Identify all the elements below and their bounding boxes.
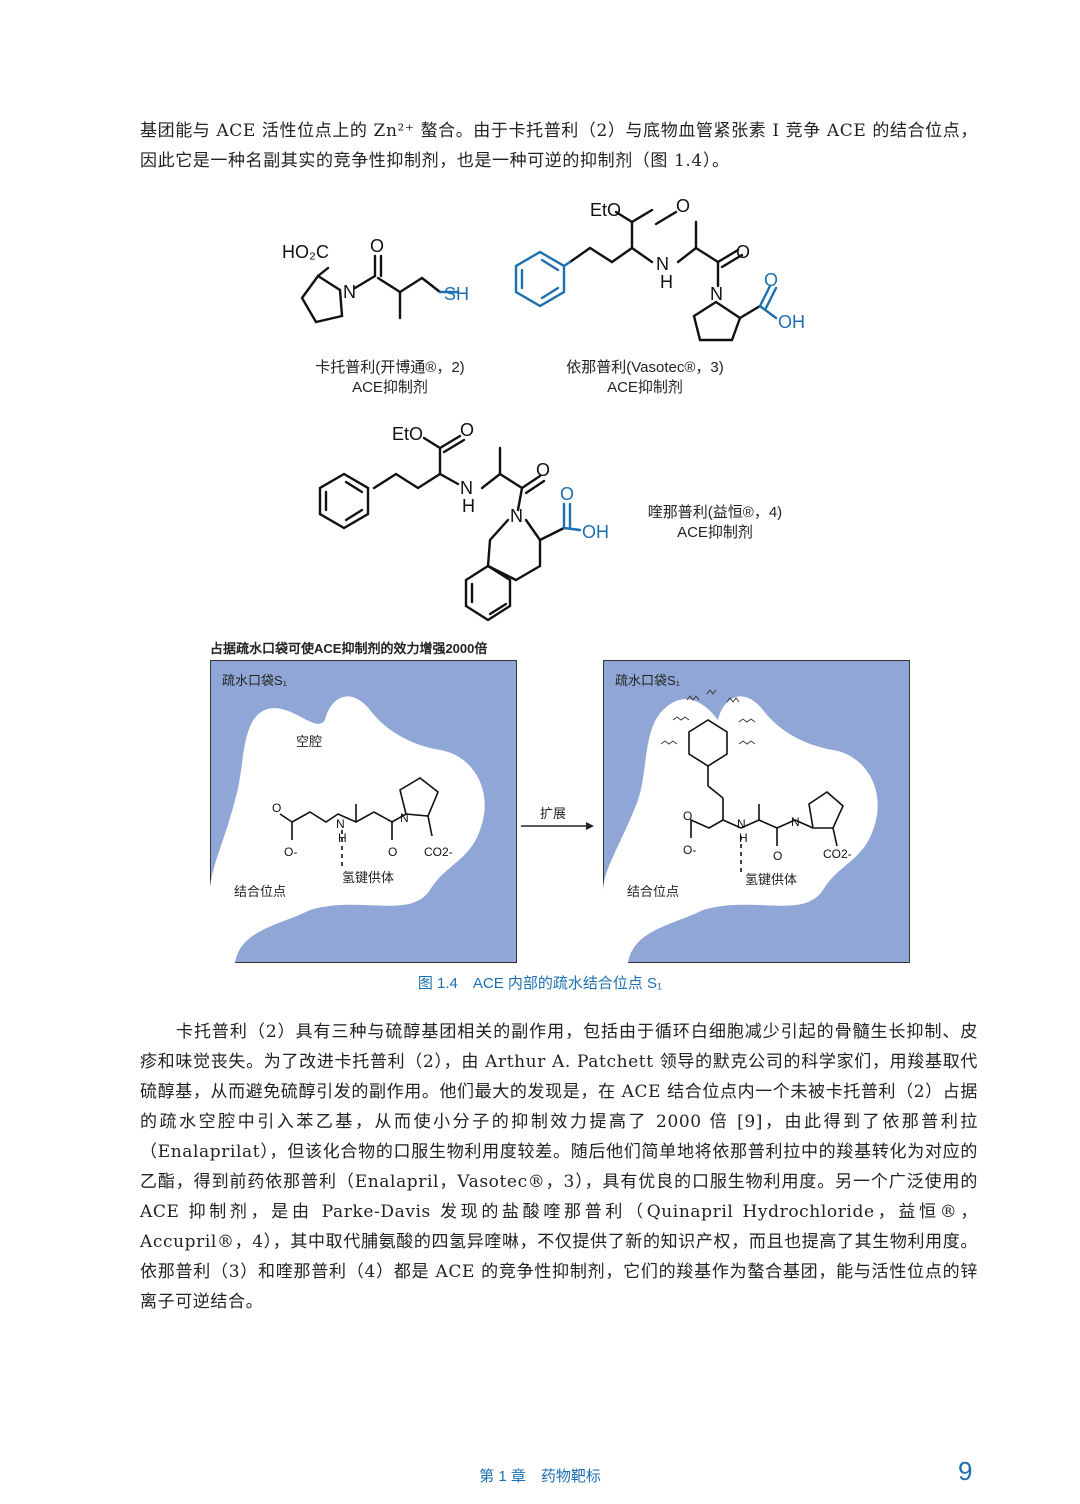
svg-text:O: O <box>272 801 281 815</box>
pocket-panel-right: 疏水口袋S₁ 结合位点 氢键供体 O- O N H O N CO2- <box>603 660 910 963</box>
atom-label: H <box>660 272 673 292</box>
quinapril-name: 喹那普利(益恒®，4) <box>647 504 783 521</box>
donor-label: 氢键供体 <box>342 870 394 885</box>
expansion-arrow: 扩展 <box>521 806 594 830</box>
pocket-label: 疏水口袋S₁ <box>615 673 681 688</box>
arrow-label: 扩展 <box>540 806 566 821</box>
enalapril-caption: 依那普利(Vasotec®，3) ACE抑制剂 <box>540 358 750 398</box>
svg-text:CO2-: CO2- <box>424 845 453 859</box>
quinapril-class: ACE抑制剂 <box>677 524 753 541</box>
atom-label: N <box>656 254 669 274</box>
svg-text:N: N <box>400 811 409 825</box>
intro-paragraph: 基团能与 ACE 活性位点上的 Zn²⁺ 螯合。由于卡托普利（2）与底物血管紧张… <box>140 121 978 171</box>
enalapril-class: ACE抑制剂 <box>607 379 683 396</box>
cavity-label: 空腔 <box>296 734 322 749</box>
atom-label: N <box>710 284 723 304</box>
atom-label: HO₂C <box>282 242 329 262</box>
donor-label: 氢键供体 <box>745 872 797 887</box>
atom-label: H <box>462 496 475 516</box>
atom-label: O <box>460 420 474 440</box>
atom-label: O <box>560 484 574 504</box>
svg-text:O: O <box>388 845 397 859</box>
atom-label: OH <box>778 312 805 332</box>
atom-label: O <box>536 460 550 480</box>
atom-label: N <box>460 478 473 498</box>
pocket-panel-left: 疏水口袋S₁ 空腔 结合位点 氢键供体 O- O N H O N CO2- <box>210 660 517 963</box>
captopril-caption: 卡托普利(开博通®，2) ACE抑制剂 <box>290 358 490 398</box>
site-label: 结合位点 <box>627 884 679 899</box>
atom-label: O <box>736 242 750 262</box>
svg-text:O-: O- <box>284 845 297 859</box>
captopril-class: ACE抑制剂 <box>352 379 428 396</box>
enalapril-name: 依那普利(Vasotec®，3) <box>566 359 724 376</box>
page-number: 9 <box>958 1456 973 1486</box>
quinapril-caption: 喹那普利(益恒®，4) ACE抑制剂 <box>620 503 810 543</box>
svg-text:N: N <box>737 817 746 831</box>
svg-text:CO2-: CO2- <box>823 847 852 861</box>
figure-header: 占据疏水口袋可使ACE抑制剂的效力增强2000倍 <box>210 641 488 656</box>
atom-label: O <box>676 196 690 216</box>
atom-label: O <box>370 236 384 256</box>
captopril-name: 卡托普利(开博通®，2) <box>315 359 465 376</box>
site-label: 结合位点 <box>234 884 286 899</box>
pocket-label: 疏水口袋S₁ <box>222 673 288 688</box>
svg-text:O: O <box>773 849 782 863</box>
atom-label: N <box>343 282 356 302</box>
svg-text:N: N <box>791 815 800 829</box>
atom-label: EtO <box>392 424 423 444</box>
chemical-structures: HO₂C O N SH EtO O N H O N O OH EtO O N H… <box>282 196 805 622</box>
atom-label: EtO <box>590 200 621 220</box>
footer-chapter: 第 1 章 药物靶标 <box>479 1468 601 1485</box>
atom-label: O <box>764 270 778 290</box>
svg-text:H: H <box>338 831 347 845</box>
svg-text:N: N <box>336 817 345 831</box>
body-paragraph: 卡托普利（2）具有三种与硫醇基团相关的副作用，包括由于循环白细胞减少引起的骨髓生… <box>140 1022 978 1312</box>
atom-label: N <box>510 506 523 526</box>
figure-caption: 图 1.4 ACE 内部的疏水结合位点 S₁ <box>417 975 663 992</box>
svg-text:O-: O- <box>683 843 696 857</box>
atom-label: OH <box>582 522 609 542</box>
svg-text:O: O <box>683 809 692 823</box>
atom-label: SH <box>444 284 469 304</box>
svg-text:H: H <box>739 831 748 845</box>
